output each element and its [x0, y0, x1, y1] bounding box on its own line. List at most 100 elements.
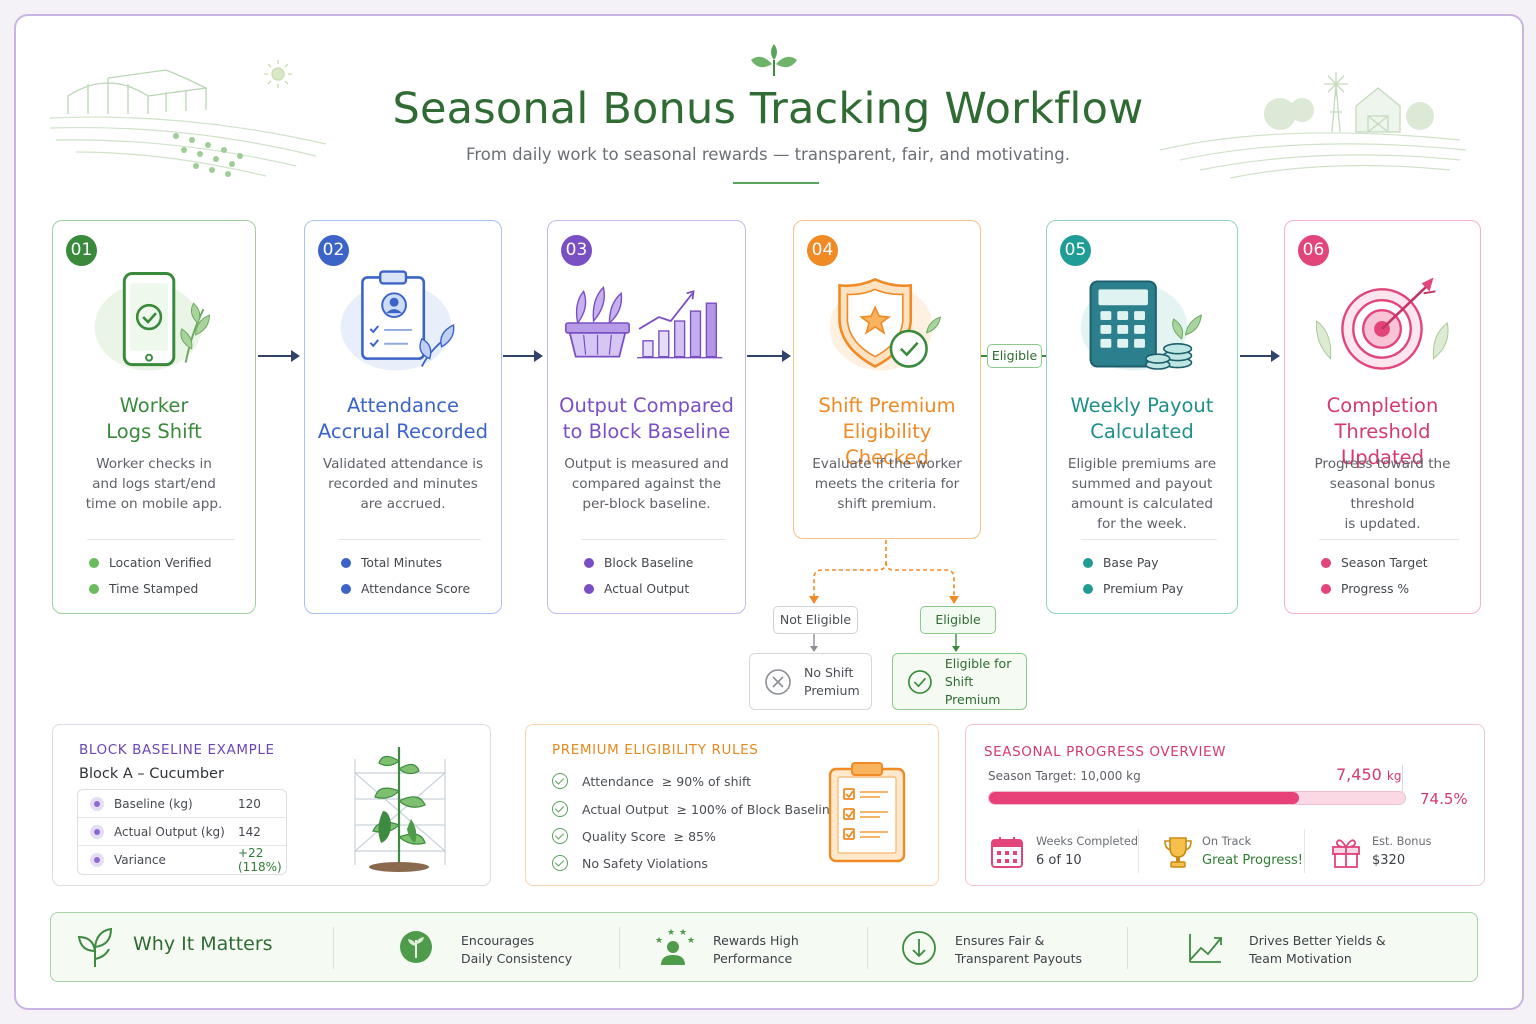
- sprout-leaves-icon: [77, 927, 113, 967]
- flow-arrow: [258, 350, 300, 362]
- plant-icon: [400, 931, 432, 963]
- step-card-shift-premium-eligibility: 04 Shift Premium Eligibility Checked Eva…: [793, 220, 981, 539]
- rule-criterion: ≥ 85%: [673, 828, 716, 844]
- rule-item: Actual Output ≥ 100% of Block Baseline: [552, 801, 838, 817]
- bullet-dot-icon: [89, 584, 99, 594]
- shield-star-icon: [829, 278, 942, 371]
- eligibility-branch-connector: [809, 540, 959, 604]
- why-divider: [1127, 927, 1128, 969]
- step-card-output-compared: 03 Output Compared to Block Baseline Out…: [547, 220, 746, 614]
- smartphone-check-icon: [94, 272, 210, 371]
- step-desc-line2: meets the criteria for: [814, 476, 960, 492]
- row-label: Baseline (kg): [114, 796, 193, 811]
- outcome-line2: Shift Premium: [944, 673, 1001, 707]
- page-subtitle: From daily work to seasonal rewards — tr…: [466, 145, 1070, 164]
- flow-arrow: [503, 350, 543, 362]
- step-title-line1: Weekly Payout: [1070, 394, 1214, 417]
- step-desc-line2: summed and payout: [1071, 476, 1213, 492]
- step-title-line2: to Block Baseline: [562, 420, 731, 443]
- panel-title: PREMIUM ELIGIBILITY RULES: [552, 742, 759, 758]
- scale-icon: [902, 931, 936, 965]
- step-desc-line1: Output is measured and: [564, 456, 729, 472]
- panel-title: BLOCK BASELINE EXAMPLE: [79, 742, 275, 758]
- step-title-line2: Threshold Updated: [1334, 420, 1431, 469]
- block-baseline-panel: BLOCK BASELINE EXAMPLE Block A – Cucumbe…: [52, 724, 491, 886]
- stat-label: Est. Bonus: [1372, 835, 1432, 848]
- sprout-logo-icon: [751, 44, 797, 76]
- step-card-weekly-payout: 05 Weekly Payout Calculated Eligible pre…: [1046, 220, 1238, 614]
- row-label: Variance: [114, 853, 166, 867]
- step-desc-line1: Worker checks in: [96, 456, 212, 472]
- rule-label: Actual Output: [582, 801, 669, 817]
- eligible-tag: Eligible: [987, 344, 1042, 368]
- bullet-dot-icon: [341, 584, 351, 594]
- step-meta-list: Season Target Progress %: [1321, 555, 1428, 607]
- stat-value: 6 of 10: [1036, 853, 1082, 868]
- step-card-worker-logs-shift: 01 Worker Logs Shift Worker checks in an…: [52, 220, 256, 614]
- step-card-attendance-accrual: 02 Attendance Accrual Recorded Validated…: [304, 220, 502, 614]
- svg-text:★: ★: [667, 928, 675, 938]
- svg-text:★: ★: [687, 936, 695, 946]
- progress-bar-track: [988, 791, 1406, 805]
- meta-item: Attendance Score: [341, 581, 470, 607]
- why-divider: [619, 927, 620, 969]
- stat-on-track: On Track Great Progress!: [1162, 835, 1303, 869]
- step-desc-line1: Progress toward the: [1314, 456, 1451, 472]
- card-divider: [1081, 539, 1217, 540]
- svg-text:★: ★: [655, 936, 663, 946]
- baseline-table: Baseline (kg) 120 Actual Output (kg) 142…: [77, 789, 287, 875]
- step-meta-list: Base Pay Premium Pay: [1083, 555, 1183, 607]
- step-number-badge: 03: [561, 235, 592, 266]
- target-arrow-icon: [1315, 277, 1449, 370]
- current-output-value: 7,450 kg: [1336, 765, 1402, 784]
- rule-item: Attendance ≥ 90% of shift: [552, 773, 751, 789]
- step-title-line1: Output Compared: [559, 394, 734, 417]
- rule-label: Attendance: [582, 773, 654, 789]
- no-shift-premium-outcome: No Shift Premium: [749, 653, 872, 710]
- step-title-line1: Shift Premium: [818, 394, 956, 417]
- eligible-shift-premium-outcome: Eligible for Shift Premium: [892, 653, 1027, 710]
- meta-item: Block Baseline: [584, 555, 693, 581]
- eligibility-rules-panel: PREMIUM ELIGIBILITY RULES Attendance ≥ 9…: [525, 724, 939, 886]
- table-row: Baseline (kg) 120: [78, 790, 286, 818]
- rule-criterion: ≥ 90% of shift: [661, 773, 752, 789]
- row-value: +22 (118%): [238, 846, 282, 874]
- sprout-icon: [90, 853, 104, 867]
- step-card-completion-threshold: 06 Completion Threshold Updated Progress…: [1284, 220, 1481, 614]
- card-divider: [87, 539, 235, 540]
- bullet-dot-icon: [584, 584, 594, 594]
- stat-divider: [1138, 829, 1139, 873]
- svg-text:★: ★: [679, 928, 687, 938]
- step-number-badge: 06: [1298, 235, 1329, 266]
- calculator-coins-icon: [1080, 280, 1202, 371]
- meta-item: Premium Pay: [1083, 581, 1183, 607]
- growth-chart-icon: [1189, 934, 1222, 963]
- step-desc-line2: and logs start/end: [92, 476, 216, 492]
- row-label: Actual Output (kg): [114, 824, 225, 839]
- step-number-badge: 01: [66, 235, 97, 266]
- step-title-line2: Logs Shift: [106, 420, 202, 443]
- page-title: Seasonal Bonus Tracking Workflow: [392, 84, 1144, 134]
- step-desc-line3: per-block baseline.: [582, 496, 711, 512]
- step-desc-line3: amount is calculated: [1070, 496, 1214, 512]
- gift-icon: [1332, 839, 1360, 868]
- rule-label: Quality Score: [582, 828, 666, 844]
- bullet-dot-icon: [584, 558, 594, 568]
- title-divider: [733, 182, 819, 184]
- x-circle-icon: [765, 668, 791, 695]
- meta-item: Base Pay: [1083, 555, 1183, 581]
- why-divider: [333, 927, 334, 969]
- check-circle-icon: [552, 801, 568, 817]
- checklist-clipboard-icon: [828, 762, 906, 863]
- bullet-dot-icon: [1083, 558, 1093, 568]
- meta-item: Location Verified: [89, 555, 212, 581]
- bullet-dot-icon: [1321, 558, 1331, 568]
- bullet-dot-icon: [341, 558, 351, 568]
- rule-label: No Safety Violations: [582, 855, 708, 871]
- flow-arrow: [747, 350, 791, 362]
- step-number-badge: 02: [318, 235, 349, 266]
- step-desc-line1: Validated attendance is: [322, 456, 484, 472]
- step-title-line2: Calculated: [1090, 420, 1194, 443]
